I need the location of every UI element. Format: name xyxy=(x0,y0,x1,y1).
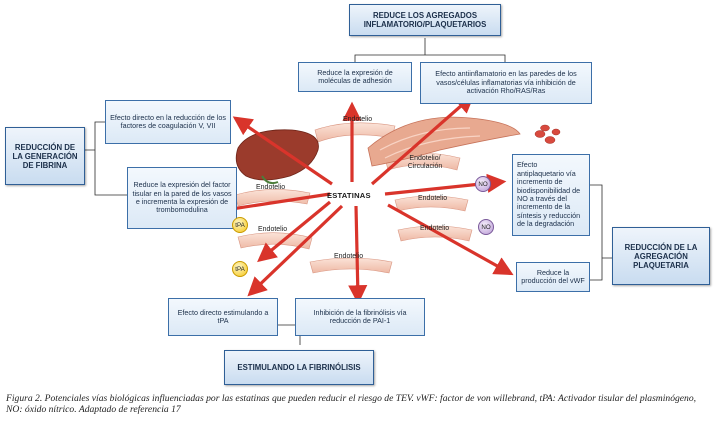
right-heading: REDUCCIÓN DE LA AGREGACIÓN PLAQUETARIA xyxy=(612,227,710,285)
diagram-graphics xyxy=(85,38,612,345)
endotelio-circ-label: Endotelio/ Circulación xyxy=(407,155,443,170)
endotelio-label-top: Endotelio xyxy=(343,116,373,123)
tissue-factor-box: Reduce la expresión del factor tisular e… xyxy=(127,167,237,229)
endotelio-label-bottom: Endotelio xyxy=(334,253,364,260)
center-label: ESTATINAS xyxy=(327,191,371,200)
no-badge-upper: NO xyxy=(475,176,491,192)
vwf-box: Reduce la producción del vWF xyxy=(516,262,590,292)
red-cells xyxy=(534,124,561,144)
tpa-direct-box: Efecto directo estimulando a tPA xyxy=(168,298,278,336)
antiplatelet-box: Efecto antiplaquetario vía incremento de… xyxy=(512,154,590,236)
bottom-heading: ESTIMULANDO LA FIBRINÓLISIS xyxy=(224,350,374,385)
pai-box: Inhibición de la fibrinólisis vía reducc… xyxy=(295,298,425,336)
top-heading: REDUCE LOS AGREGADOS INFLAMATORIO/PLAQUE… xyxy=(349,4,501,36)
antiinflammatory-box: Efecto antiinflamatorio en las paredes d… xyxy=(420,62,592,104)
coagulation-factors-box: Efecto directo en la reducción de los fa… xyxy=(105,100,231,144)
endotelio-label-midright: Endotelio xyxy=(420,225,450,232)
vessel-segments xyxy=(234,122,473,274)
endotelio-label-right: Endotelio xyxy=(418,195,448,202)
adhesion-box: Reduce la expresión de moléculas de adhe… xyxy=(298,62,412,92)
endotelio-label-left: Endotelio xyxy=(256,184,286,191)
tpa-badge-upper: tPA xyxy=(232,217,248,233)
tpa-badge-lower: tPA xyxy=(232,261,248,277)
endotelio-label-midleft: Endotelio xyxy=(258,226,288,233)
figure-caption: Figura 2. Potenciales vías biológicas in… xyxy=(6,393,697,415)
no-badge-lower: NO xyxy=(478,219,494,235)
liver-illustration xyxy=(235,129,319,185)
left-heading: REDUCCIÓN DE LA GENERACIÓN DE FIBRINA xyxy=(5,127,85,185)
